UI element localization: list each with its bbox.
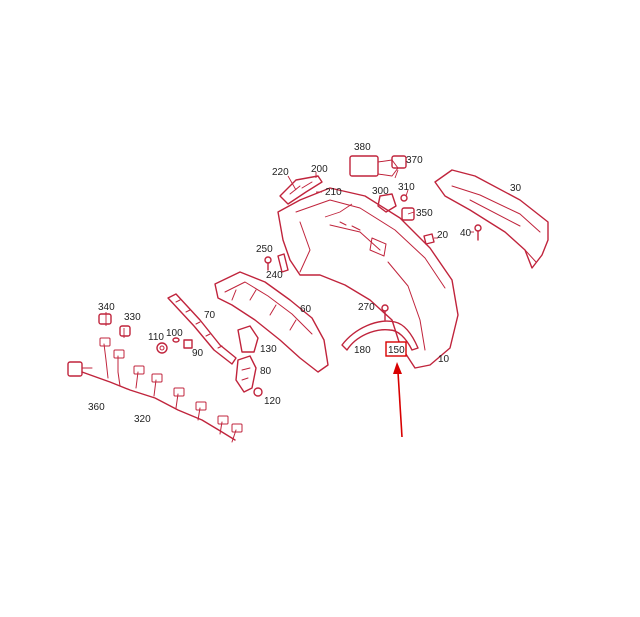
reflector-part-220 bbox=[279, 175, 323, 205]
label-110: 110 bbox=[148, 332, 164, 343]
label-120: 120 bbox=[264, 396, 281, 407]
label-60: 60 bbox=[300, 304, 312, 315]
label-180: 180 bbox=[354, 345, 371, 356]
label-370: 370 bbox=[406, 155, 423, 166]
label-40: 40 bbox=[460, 228, 472, 239]
clip-part-310 bbox=[400, 194, 408, 202]
connector-part-330 bbox=[119, 325, 131, 337]
label-220: 220 bbox=[272, 167, 289, 178]
label-320: 320 bbox=[134, 414, 151, 425]
arrowhead bbox=[393, 362, 402, 374]
absorber-part-60 bbox=[214, 271, 329, 373]
label-270: 270 bbox=[358, 302, 375, 313]
label-300: 300 bbox=[372, 186, 389, 197]
label-10: 10 bbox=[438, 354, 450, 365]
label-380: 380 bbox=[354, 142, 371, 153]
connector-part-370 bbox=[391, 155, 407, 169]
label-80: 80 bbox=[260, 366, 272, 377]
label-130: 130 bbox=[260, 344, 277, 355]
label-310: 310 bbox=[398, 182, 415, 193]
label-360: 360 bbox=[88, 402, 105, 413]
label-210: 210 bbox=[325, 187, 342, 198]
connector-part-360 bbox=[67, 361, 93, 377]
sensor-part-380 bbox=[349, 155, 399, 177]
arch-trim-part-180 bbox=[341, 320, 419, 351]
clip-part-240 bbox=[277, 253, 289, 273]
label-20: 20 bbox=[437, 230, 449, 241]
washer-part-100 bbox=[172, 337, 180, 343]
label-330: 330 bbox=[124, 312, 141, 323]
fastener-part-20 bbox=[423, 233, 435, 245]
nut-part-110 bbox=[156, 342, 168, 354]
clip-part-120 bbox=[253, 387, 263, 397]
bracket-part-70 bbox=[167, 293, 237, 365]
clip-part-90 bbox=[183, 339, 193, 349]
connector-part-340 bbox=[98, 313, 112, 325]
label-340: 340 bbox=[98, 302, 115, 313]
bumper-cover-part-10 bbox=[277, 187, 459, 369]
harness-part-320 bbox=[81, 337, 243, 443]
label-90: 90 bbox=[192, 348, 204, 359]
leader-lines bbox=[105, 169, 474, 338]
clip-part-350 bbox=[401, 207, 415, 221]
part-labels: 10 20 30 40 60 70 80 90 100 110 120 130 … bbox=[88, 142, 522, 425]
highlight-callout-150: 150 bbox=[385, 341, 407, 438]
highlight-arrow bbox=[397, 371, 403, 438]
label-350: 350 bbox=[416, 208, 433, 219]
label-100: 100 bbox=[166, 328, 183, 339]
label-200: 200 bbox=[311, 164, 328, 175]
diffuser-part-30 bbox=[434, 169, 549, 269]
label-70: 70 bbox=[204, 310, 216, 321]
label-250: 250 bbox=[256, 244, 273, 255]
screw-part-40 bbox=[474, 224, 482, 241]
label-240: 240 bbox=[266, 270, 283, 281]
screw-part-250 bbox=[264, 256, 272, 271]
bracket-part-130 bbox=[237, 325, 259, 353]
bracket-part-80 bbox=[235, 355, 257, 393]
clip-part-300 bbox=[377, 193, 397, 213]
screw-part-270 bbox=[381, 304, 389, 321]
highlight-box bbox=[385, 341, 407, 357]
label-150: 150 bbox=[388, 345, 405, 356]
label-30: 30 bbox=[510, 183, 522, 194]
